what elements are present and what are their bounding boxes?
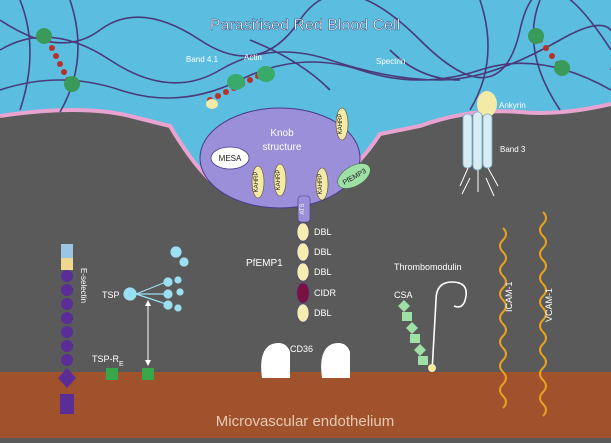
actin-label: Actin	[244, 53, 262, 62]
dbl-label-1: DBL	[314, 227, 332, 237]
band3-label: Band 3	[500, 145, 526, 154]
vcam1-chain	[539, 211, 547, 417]
endothelium	[0, 372, 611, 438]
knob-label-2: structure	[263, 142, 302, 153]
mesa-shape	[210, 146, 250, 170]
spectrin-network	[0, 0, 611, 113]
vcam1-label: VCAM-1	[544, 288, 554, 322]
pfemp1-chain: ATS	[296, 195, 311, 323]
dbl-label-3: DBL	[314, 267, 332, 277]
svg-text:KAHRP: KAHRP	[254, 172, 260, 193]
endothelium-label: Microvascular endothelium	[216, 413, 394, 430]
icam1-chain	[499, 227, 507, 409]
svg-text:ATS: ATS	[300, 203, 306, 214]
svg-text:KAHRP: KAHRP	[318, 174, 324, 195]
svg-text:KAHRP: KAHRP	[276, 170, 282, 191]
band41-label: Band 4.1	[186, 55, 219, 64]
kahrp-group: KAHRP KAHRP KAHRP KAHRP	[251, 107, 349, 201]
band41-nodes	[36, 28, 570, 92]
tsp-label: TSP	[102, 290, 120, 300]
pfemp3-shape	[337, 163, 371, 189]
tsp-molecule	[123, 246, 189, 312]
ankyrin-shape	[477, 91, 497, 117]
dbl-label-2: DBL	[314, 247, 332, 257]
knob-label-1: Knob	[270, 128, 294, 139]
thrombomodulin-anchor	[428, 364, 436, 372]
eselectin	[58, 244, 76, 414]
tspre-left	[106, 368, 118, 380]
spectrin-label: Spectrin	[376, 57, 405, 66]
thrombomodulin-chain	[431, 281, 468, 373]
cidr-label: CIDR	[314, 288, 336, 298]
eselectin-label: E-selectin	[79, 268, 88, 303]
csa-label: CSA	[394, 290, 413, 300]
band3-protein	[459, 111, 499, 197]
csa-chain	[398, 300, 428, 365]
mesa-label: MESA	[219, 154, 242, 163]
thrombomodulin-label: Thrombomodulin	[394, 262, 462, 272]
cd36	[261, 343, 350, 378]
dbl-label-4: DBL	[314, 308, 332, 318]
cd36-label: CD36	[290, 344, 313, 354]
ankyrin-label: Ankyrin	[499, 101, 526, 110]
tspre-right	[142, 368, 154, 380]
diagram-title: Parasitised Red Blood Cell	[210, 17, 400, 34]
pfemp1-label: PfEMP1	[246, 258, 283, 269]
yellow-node	[206, 99, 218, 109]
tspre-label: TSP-RE	[92, 354, 124, 368]
svg-text:KAHRP: KAHRP	[338, 114, 344, 135]
icam1-label: ICAM-1	[504, 281, 514, 312]
rbc-region	[0, 0, 611, 198]
